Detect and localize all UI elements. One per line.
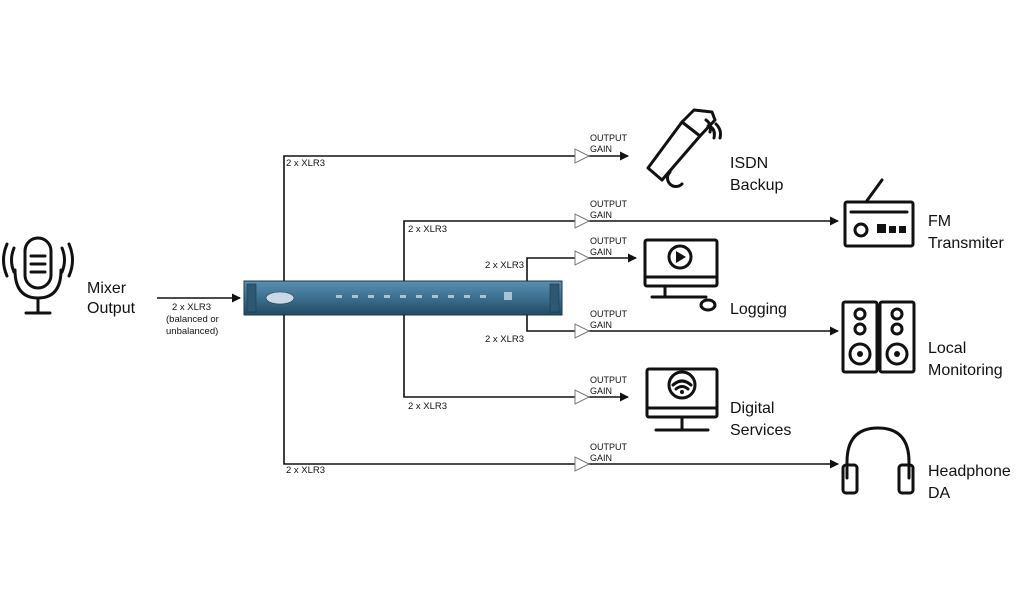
output-name-headphone-2: DA	[928, 485, 951, 502]
computer-play-icon	[643, 238, 719, 312]
gain-label-fm-1: OUTPUT	[590, 199, 628, 209]
amp-triangle-digital	[574, 389, 591, 405]
speakers-icon	[841, 300, 916, 374]
output-name-isdn-2: Backup	[730, 177, 783, 194]
cable-label-isdn: 2 x XLR3	[286, 158, 325, 169]
rack-device	[243, 280, 563, 316]
input-title-line1: Mixer	[87, 280, 127, 297]
cable-label-headphone: 2 x XLR3	[286, 465, 325, 476]
radio-icon	[843, 178, 915, 248]
gain-label-headphone-1: OUTPUT	[590, 442, 628, 452]
input-cable-note-2: unbalanced)	[166, 326, 218, 337]
cable-label-local: 2 x XLR3	[485, 334, 524, 345]
amp-triangle-local	[574, 323, 591, 339]
gain-label-fm-2: GAIN	[590, 210, 612, 220]
gain-label-isdn-1: OUTPUT	[590, 133, 628, 143]
gain-label-local-1: OUTPUT	[590, 309, 628, 319]
gain-label-logging-2: GAIN	[590, 247, 612, 257]
amp-triangle-fm	[574, 213, 591, 229]
input-cable-note-1: (balanced or	[166, 314, 219, 325]
gain-label-local-2: GAIN	[590, 320, 612, 330]
output-name-isdn-1: ISDN	[730, 155, 768, 172]
megaphone-icon	[646, 108, 722, 188]
amp-triangle-logging	[574, 250, 591, 266]
gain-label-logging-1: OUTPUT	[590, 236, 628, 246]
output-name-digital-2: Services	[730, 422, 791, 439]
wiring	[283, 151, 839, 469]
output-name-digital-1: Digital	[730, 400, 774, 417]
output-name-local-1: Local	[928, 340, 966, 357]
cable-label-logging: 2 x XLR3	[485, 260, 524, 271]
device-logo	[265, 291, 295, 305]
gain-label-digital-2: GAIN	[590, 386, 612, 396]
output-name-fm-2: Transmiter	[928, 235, 1005, 252]
output-name-headphone-1: Headphone	[928, 463, 1011, 480]
output-name-logging-1: Logging	[730, 301, 787, 318]
cable-label-fm: 2 x XLR3	[408, 224, 447, 235]
gain-label-headphone-2: GAIN	[590, 453, 612, 463]
input-cable-label: 2 x XLR3	[172, 302, 211, 313]
gain-stages: OUTPUT GAIN OUTPUT GAIN OUTPUT GAIN OUTP…	[574, 133, 628, 472]
monitor-wifi-icon	[645, 367, 719, 432]
output-name-fm-1: FM	[928, 213, 951, 230]
input-title-line2: Output	[87, 300, 136, 317]
microphone-icon	[2, 236, 74, 315]
cable-label-digital: 2 x XLR3	[408, 401, 447, 412]
amp-triangle-isdn	[574, 148, 591, 164]
gain-label-isdn-2: GAIN	[590, 144, 612, 154]
amp-triangle-headphone	[574, 456, 591, 472]
output-name-local-2: Monitoring	[928, 362, 1003, 379]
gain-label-digital-1: OUTPUT	[590, 375, 628, 385]
headphones-icon	[841, 426, 915, 495]
